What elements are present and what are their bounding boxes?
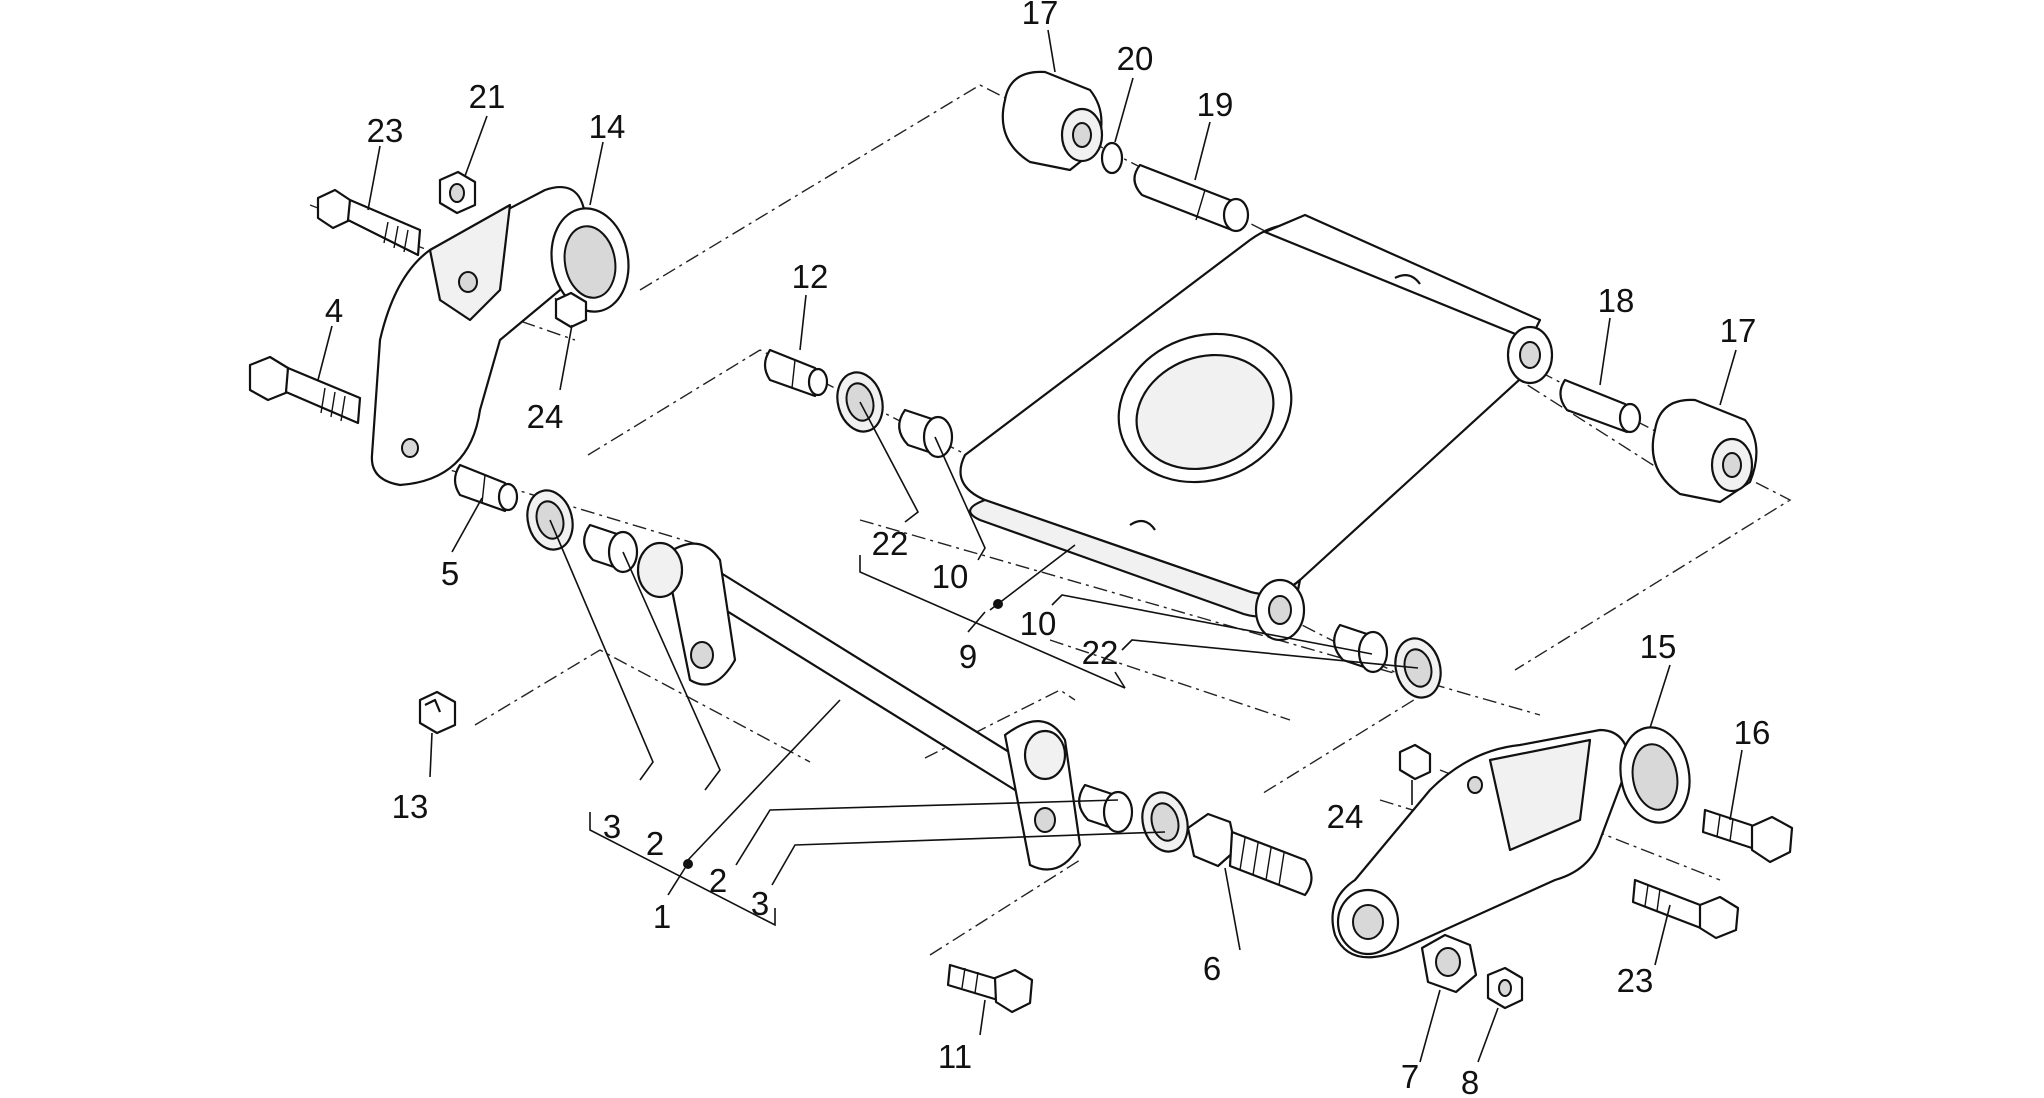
callout-10: 10 xyxy=(932,558,969,595)
spacer-lower xyxy=(453,463,519,513)
callout-23: 23 xyxy=(1617,962,1654,999)
bolt-11 xyxy=(946,963,1034,1014)
callout-3: 3 xyxy=(603,808,621,845)
callout-1: 1 xyxy=(653,898,671,935)
callout-7: 7 xyxy=(1401,1058,1419,1095)
bolt-23-bottom xyxy=(1631,878,1740,940)
pin-right xyxy=(1559,378,1642,434)
callout-24: 24 xyxy=(1327,798,1364,835)
callout-19: 19 xyxy=(1197,86,1234,123)
rubber-bush-top xyxy=(1001,70,1104,172)
nut-13 xyxy=(418,690,457,735)
leader-lines xyxy=(317,29,1743,1063)
bolt-6 xyxy=(1186,812,1313,897)
rubber-bush-right xyxy=(1651,398,1758,504)
callout-9: 9 xyxy=(959,638,977,675)
seal-lower-right xyxy=(1141,791,1189,853)
callout-3: 3 xyxy=(751,885,769,922)
callout-4: 4 xyxy=(325,292,343,329)
callout-24: 24 xyxy=(527,398,564,435)
circlip xyxy=(1100,141,1124,175)
nut-21 xyxy=(438,170,477,215)
callout-2: 2 xyxy=(709,862,727,899)
bolt-16 xyxy=(1701,808,1794,864)
callout-2: 2 xyxy=(646,825,664,862)
callout-8: 8 xyxy=(1461,1064,1479,1098)
callout-labels: 17 20 19 21 23 14 4 24 12 18 17 5 22 10 … xyxy=(325,0,1771,1098)
callout-5: 5 xyxy=(441,555,459,592)
bolt-4 xyxy=(248,355,362,425)
callout-17: 17 xyxy=(1022,0,1059,31)
spacer-upper xyxy=(763,348,829,398)
nut-24-bottom xyxy=(1398,743,1432,781)
right-bracket xyxy=(1331,726,1691,959)
pin-top xyxy=(1133,163,1250,233)
bearing-frame xyxy=(1333,623,1389,674)
bearing-lower-right xyxy=(1078,783,1134,834)
pivot-shaft xyxy=(636,541,1082,871)
callout-15: 15 xyxy=(1640,628,1677,665)
assembly-dots xyxy=(683,599,1003,869)
bearing-upper xyxy=(898,408,954,459)
callout-22: 22 xyxy=(1082,634,1119,671)
callout-17: 17 xyxy=(1720,312,1757,349)
callout-12: 12 xyxy=(792,258,829,295)
callout-13: 13 xyxy=(392,788,429,825)
nut-8 xyxy=(1486,966,1524,1010)
swing-arm-frame xyxy=(959,213,1554,642)
callout-23: 23 xyxy=(367,112,404,149)
callout-16: 16 xyxy=(1734,714,1771,751)
callout-21: 21 xyxy=(469,78,506,115)
nut-24-top xyxy=(554,291,588,329)
callout-11: 11 xyxy=(938,1038,972,1075)
callout-20: 20 xyxy=(1117,40,1154,77)
callout-18: 18 xyxy=(1598,282,1635,319)
callout-10: 10 xyxy=(1020,605,1057,642)
nut-7 xyxy=(1420,933,1478,994)
callout-22: 22 xyxy=(872,525,909,562)
bolt-23-top xyxy=(316,188,422,257)
left-bracket xyxy=(370,185,630,487)
callout-14: 14 xyxy=(589,108,626,145)
callout-6: 6 xyxy=(1203,950,1221,987)
